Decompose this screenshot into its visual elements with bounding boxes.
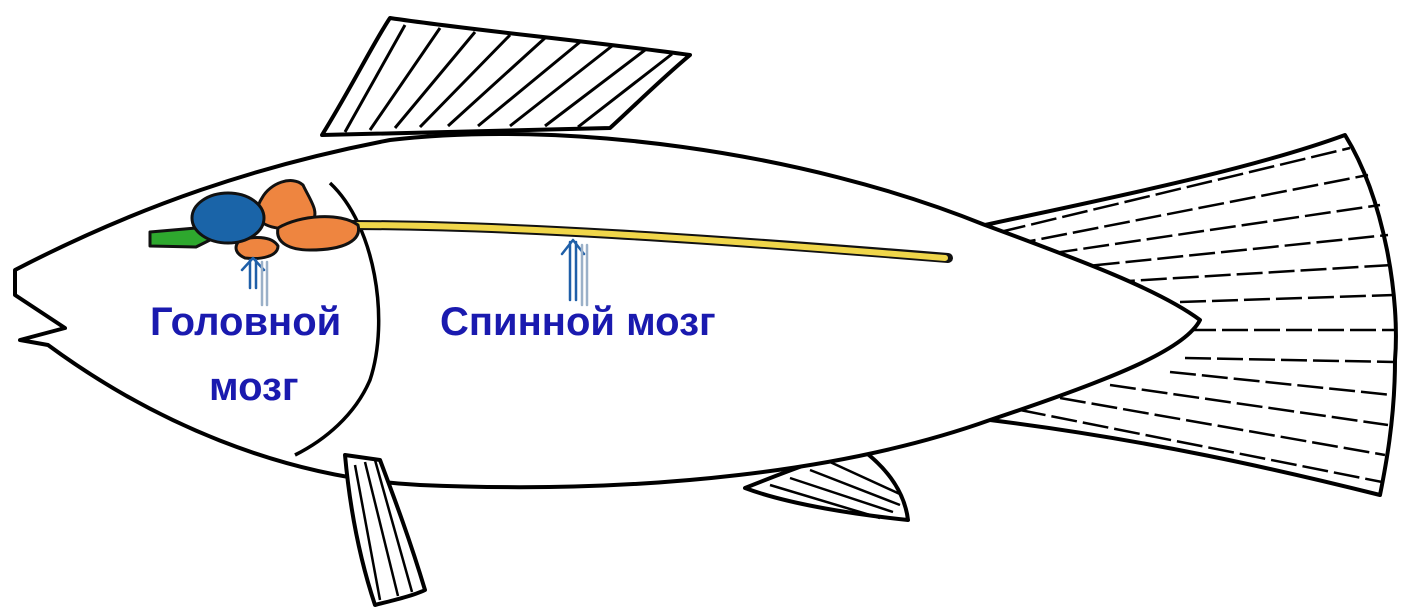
dorsal-fin (322, 18, 690, 135)
forebrain-part (192, 193, 264, 243)
brain-label-line2: мозг (209, 367, 299, 407)
brain-label-line1: Головной (150, 302, 341, 342)
cerebellum-part (278, 217, 359, 250)
spinal-cord-label: Спинной мозг (440, 302, 716, 342)
